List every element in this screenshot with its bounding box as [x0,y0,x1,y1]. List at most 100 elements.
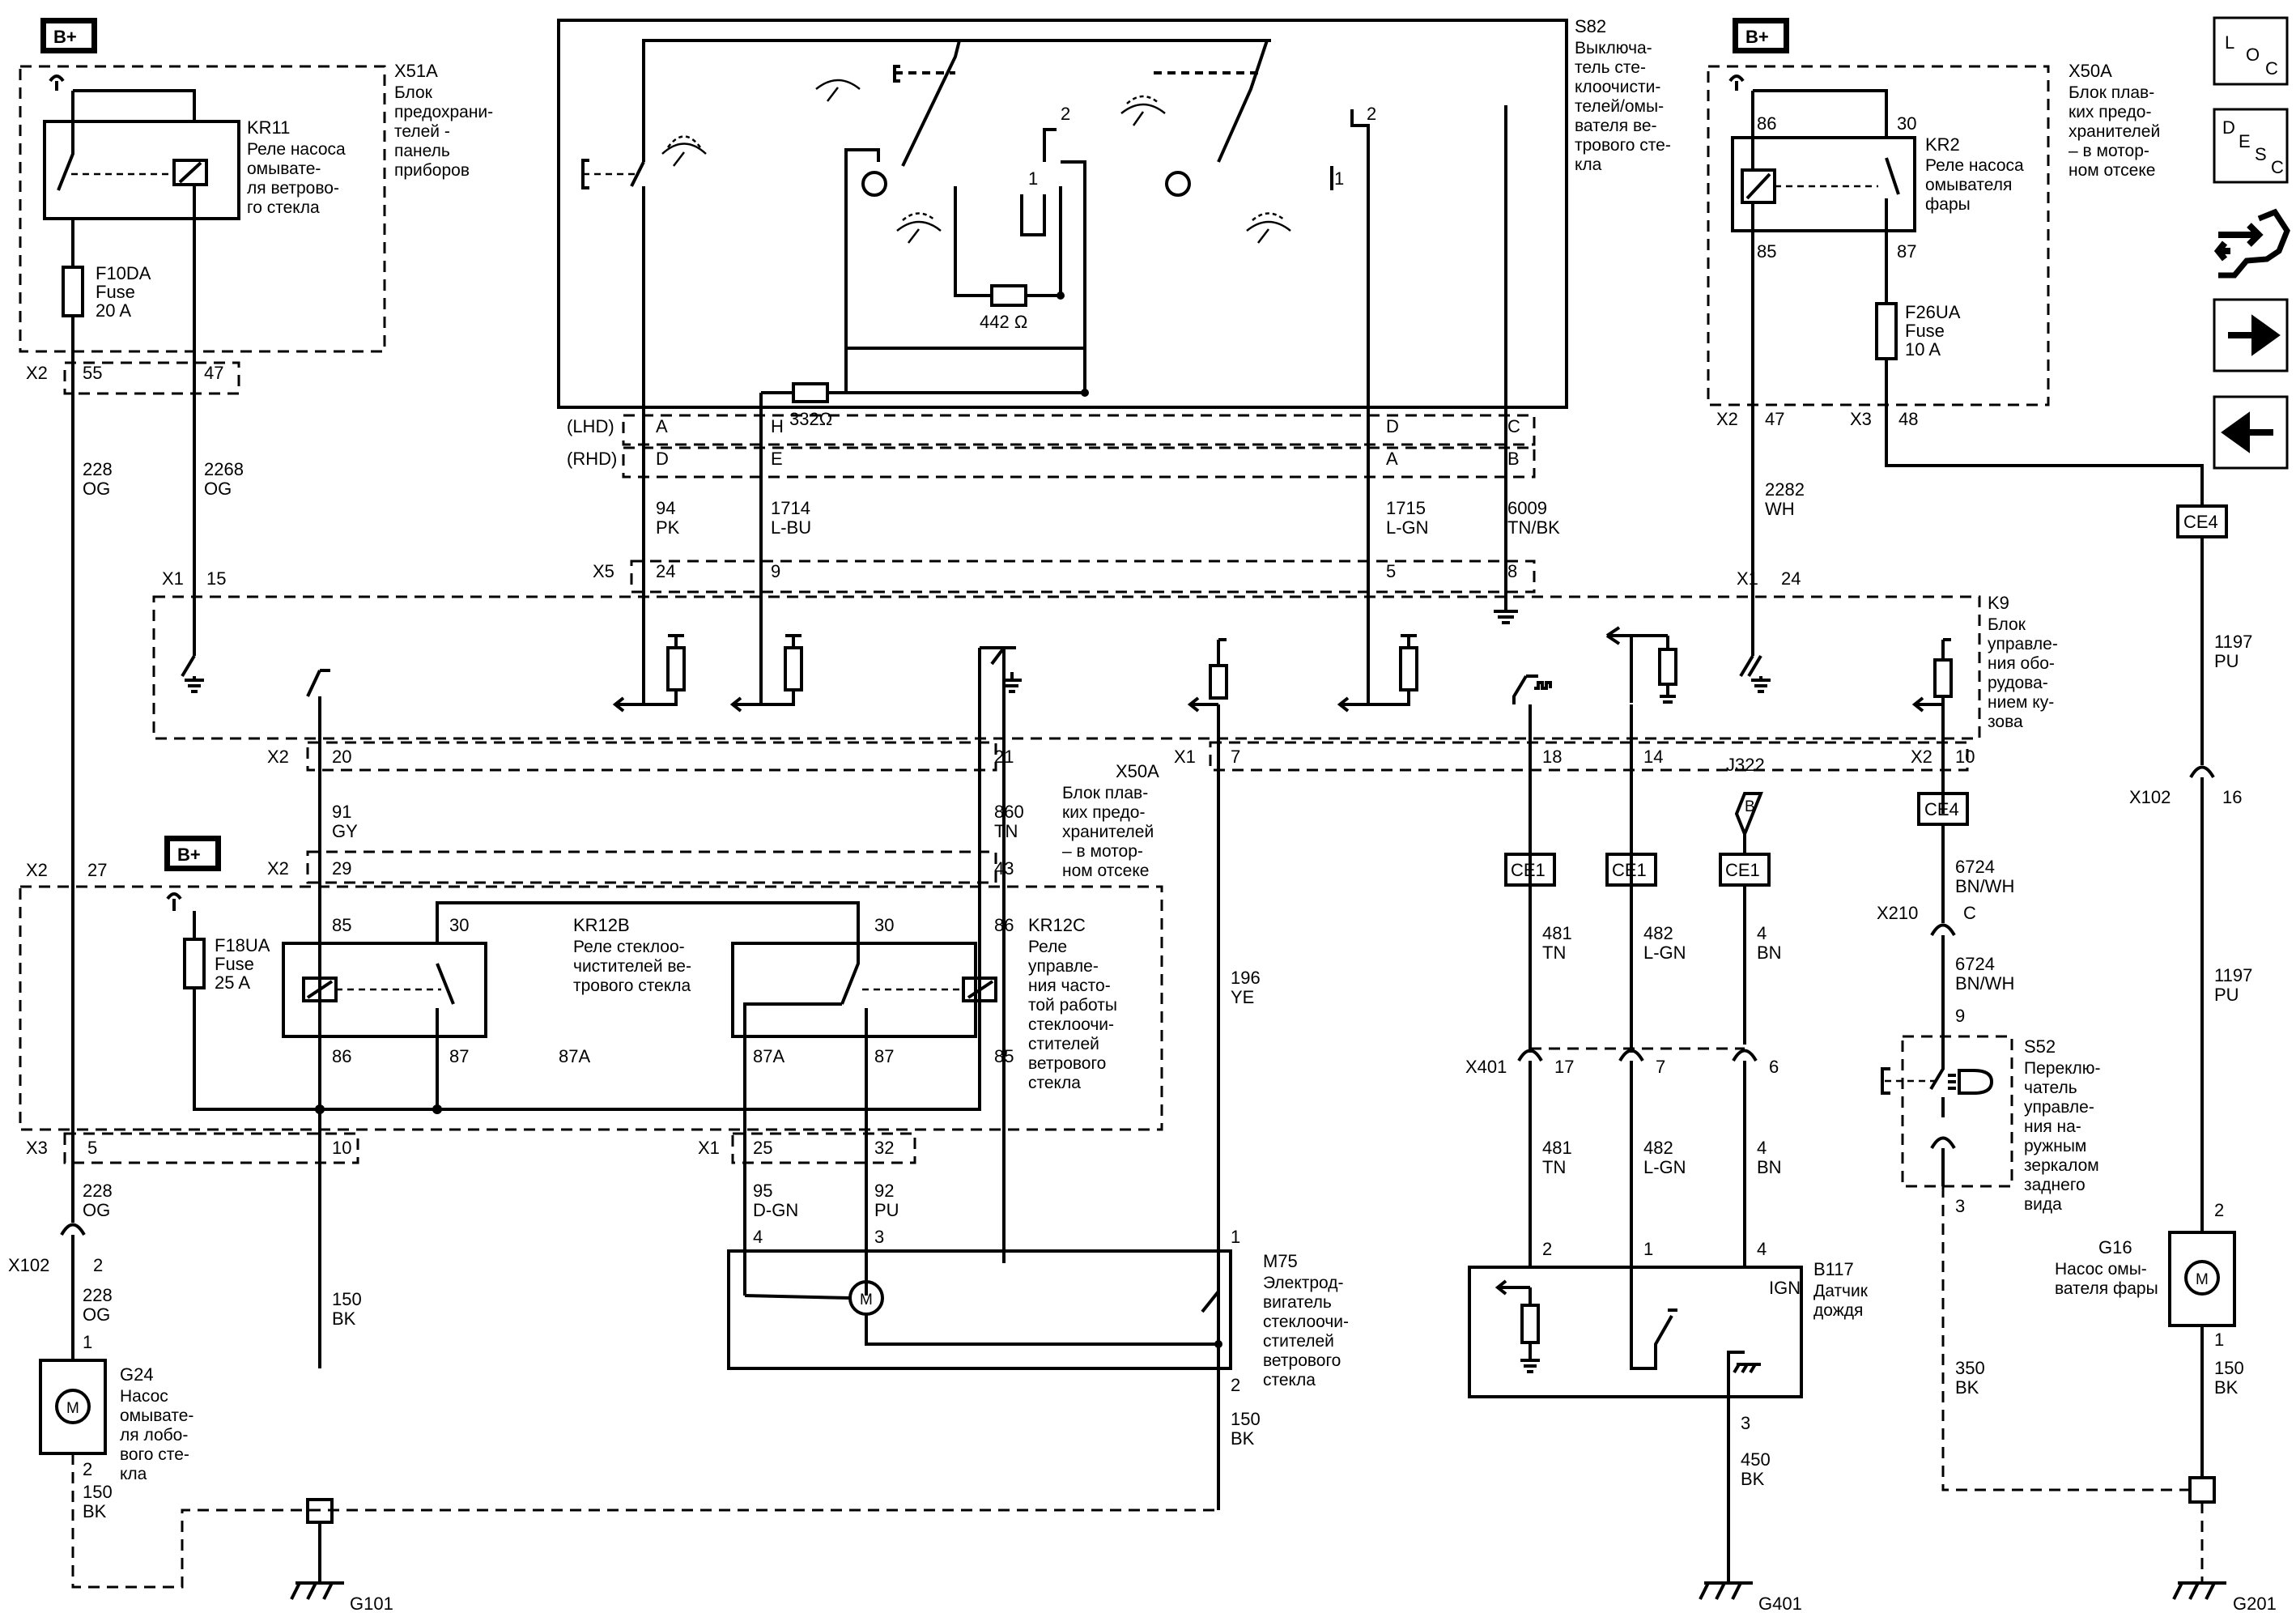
x102-label-right: X102 [2129,787,2171,807]
kr2-pin-85: 85 [1757,241,1776,262]
g16-desc-1: Насос омы- [2055,1260,2147,1279]
rhd-pin-d: D [656,449,669,469]
m75-m-letter: M [860,1291,873,1308]
m75-motor-box [727,1249,1232,1370]
wire-350-num: 350 [1955,1358,1985,1378]
pin-5b: 5 [87,1138,97,1158]
pin-6: 6 [1769,1057,1779,1077]
svg-text:C: C [2265,58,2278,79]
s82-desc-1: Выключа- [1575,39,1652,57]
s52-desc-1: Переклю- [2024,1059,2101,1078]
wire-6724-color: BN/WH [1955,876,2014,896]
wire-228-color: OG [83,479,110,499]
switch-contact-2 [1165,171,1191,197]
wire-228b-color: OG [83,1200,110,1220]
x50a-mid-desc-4: – в мотор- [1062,842,1143,861]
kr12c-pin-30: 30 [874,915,894,935]
wiper-icon-2 [815,79,861,102]
s52-desc-4: ния на- [2024,1117,2081,1136]
g24-id: G24 [120,1364,154,1385]
kr12c-desc-3: ния часто- [1028,977,1111,995]
g16-id: G16 [2098,1237,2132,1257]
wire-6724b-color: BN/WH [1955,973,2014,994]
wire-150c-num: 150 [83,1482,113,1502]
s52-desc-6: зеркалом [2024,1156,2099,1175]
arrow-icon-4 [1337,696,1368,713]
x2-label-1: X2 [26,363,48,383]
prev-button[interactable] [2213,395,2289,470]
b117-pin-4: 4 [1757,1239,1767,1259]
x401-conn-17 [1517,1049,1543,1062]
x210-pin-c: C [1963,903,1976,923]
kr2-pin-87: 87 [1897,241,1916,262]
g24-pin-1: 1 [83,1332,92,1352]
s52-desc-3: управле- [2024,1098,2094,1117]
wire-482b-color: L-GN [1643,1157,1686,1177]
wire-92-num: 92 [874,1181,894,1201]
splice-g201 [2188,1476,2216,1504]
x401-label: X401 [1465,1057,1507,1077]
wire-1714-num: 1714 [771,498,810,518]
x50a-mid-desc-3: хранителей [1062,823,1154,841]
wire-92-color: PU [874,1200,899,1220]
kr2-pin-30: 30 [1897,113,1916,134]
wire-2268-color: OG [204,479,232,499]
k9-switch-20 [306,669,330,697]
next-button[interactable] [2213,298,2289,372]
wire-1715-num: 1715 [1386,498,1426,518]
wire-860-num: 860 [994,802,1024,822]
ground-icon-g401 [1699,1581,1753,1600]
pullup-resistor-5 [1658,648,1677,686]
f18ua-id: F18UA [215,935,270,955]
kr2-desc-3: фары [1925,195,1971,214]
ce1-label-3: CE1 [1725,860,1760,880]
x50a-top-desc-5: ном отсеке [2069,161,2155,180]
f26ua-fuse [1875,302,1898,360]
f26ua-word: Fuse [1905,321,1945,341]
x50a-top-desc-2: ких предо- [2069,103,2151,121]
x401-conn-7 [1618,1049,1644,1062]
ground-icon-4 [1747,654,1771,693]
pullup-resistor-4 [1399,646,1418,691]
fuse-link-icon-2 [1728,74,1745,91]
g24-desc-5: кла [120,1465,147,1483]
loc-button[interactable]: L O C [2213,16,2289,86]
m75-desc-3: стеклоочи- [1263,1313,1349,1331]
x5-pin-24: 24 [656,561,675,581]
wire-6009-num: 6009 [1507,498,1547,518]
arrow-icon-6 [1911,696,1943,713]
pin-47: 47 [204,363,223,383]
kr12c-desc-4: той работы [1028,996,1117,1015]
g24-pin-2: 2 [83,1459,92,1479]
arrow-icon-1 [612,696,644,713]
x51a-desc-3: телей - [394,122,450,141]
m75-pin-4: 4 [753,1227,763,1247]
m75-desc-2: вигатель [1263,1293,1332,1312]
kr12b-pin-87a: 87A [559,1046,590,1066]
lhd-pin-a: A [656,416,668,436]
wire-94-num: 94 [656,498,675,518]
wiper-icon-4 [1120,103,1166,126]
pin-47b: 47 [1765,409,1784,429]
s52-desc-8: вида [2024,1195,2062,1214]
desc-button[interactable]: D E S C [2213,108,2289,184]
kr12b-pin-86: 86 [332,1046,351,1066]
ce1-label-1: CE1 [1511,860,1546,880]
wrench-flow-icon[interactable] [2213,208,2290,279]
kr12b-pin-85: 85 [332,915,351,935]
svg-text:B+: B+ [53,27,77,47]
s52-pin-3: 3 [1955,1196,1965,1216]
kr12c-desc-7: ветрового [1028,1054,1106,1073]
b117-chassis-ground [1727,1351,1761,1409]
kr2-relay-box [1731,136,1916,232]
wire-1714-color: L-BU [771,517,811,538]
wire-150b-num: 150 [1231,1409,1261,1429]
pin-29: 29 [332,858,351,879]
b117-sensor-box [1468,1266,1803,1398]
wire-1197b-num: 1197 [2214,965,2252,985]
s82-pos-2b: 2 [1367,104,1376,124]
mode-switch-icon-1 [581,159,589,189]
g24-motor-symbol [55,1389,91,1424]
kr11-desc-1: Реле насоса [247,140,346,159]
x51a-desc-5: приборов [394,161,470,180]
